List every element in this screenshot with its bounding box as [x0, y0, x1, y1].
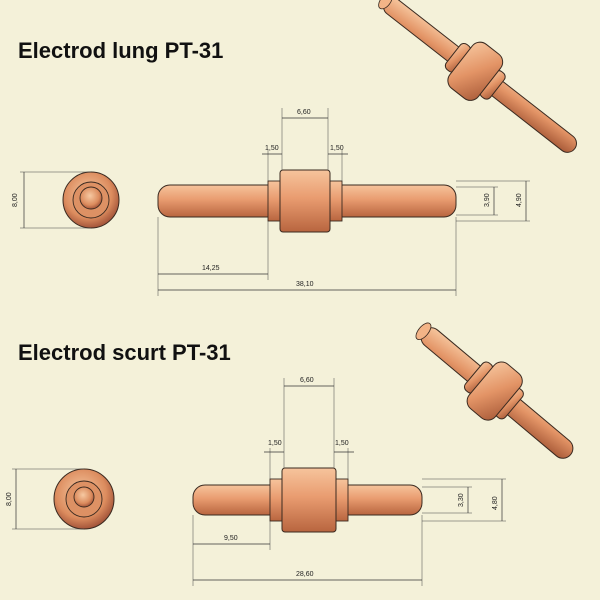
long-pin-diameter-dim: 3,90: [456, 186, 498, 216]
short-outer-diameter-label: 8,00: [6, 492, 13, 506]
long-electrode-side-view: [157, 169, 457, 233]
short-electrode-end-view: [53, 468, 115, 530]
long-pin-diameter-label: 3,90: [484, 193, 491, 207]
short-pin-diameter-dim: 3,30: [422, 486, 472, 514]
short-outer-diameter-dim: 8,00: [6, 468, 84, 530]
short-shoulder-right-label: 1,50: [335, 440, 349, 447]
long-collar-width-label: 6,60: [297, 109, 311, 116]
long-shoulder-diameter-dim: 4,90: [456, 180, 530, 222]
short-pin-diameter-label: 3,30: [458, 493, 465, 507]
long-shoulder-left-dim: 1,50: [262, 145, 282, 181]
short-shoulder-right-dim: 1,50: [334, 440, 354, 479]
short-shoulder-diameter-label: 4,80: [492, 496, 499, 510]
long-total-length-label: 38,10: [296, 281, 314, 288]
short-electrode-3d-view: [415, 322, 574, 459]
short-shoulder-left-label: 1,50: [268, 440, 282, 447]
short-shoulder-diameter-dim: 4,80: [422, 478, 506, 522]
long-total-length-dim: 38,10: [158, 217, 457, 296]
short-electrode-group: 8,00 6,60 1,50: [6, 322, 574, 586]
long-outer-diameter-label: 8,00: [12, 193, 19, 207]
long-left-length-dim: 14,25: [157, 217, 269, 296]
long-shoulder-right-dim: 1,50: [328, 145, 348, 181]
short-left-length-label: 9,50: [224, 535, 238, 542]
long-left-length-label: 14,25: [202, 265, 220, 272]
long-shoulder-right-label: 1,50: [330, 145, 344, 152]
long-electrode-end-view: [62, 171, 120, 229]
short-total-length-label: 28,60: [296, 571, 314, 578]
long-shoulder-diameter-label: 4,90: [516, 193, 523, 207]
long-electrode-3d-view: [378, 0, 577, 153]
short-collar-width-dim: 6,60: [283, 377, 335, 468]
short-total-length-dim: 28,60: [193, 515, 423, 586]
short-collar-width-label: 6,60: [300, 377, 314, 384]
title-long-electrode: Electrod lung PT-31: [18, 38, 224, 63]
long-electrode-group: 8,00 6,60 1,50: [12, 0, 577, 296]
short-left-length-dim: 9,50: [192, 515, 271, 586]
long-shoulder-left-label: 1,50: [265, 145, 279, 152]
short-electrode-side-view: [192, 467, 423, 533]
long-collar-width-dim: 6,60: [281, 108, 329, 170]
short-shoulder-left-dim: 1,50: [264, 440, 284, 479]
title-short-electrode: Electrod scurt PT-31: [18, 340, 231, 365]
long-outer-diameter-dim: 8,00: [12, 171, 91, 229]
